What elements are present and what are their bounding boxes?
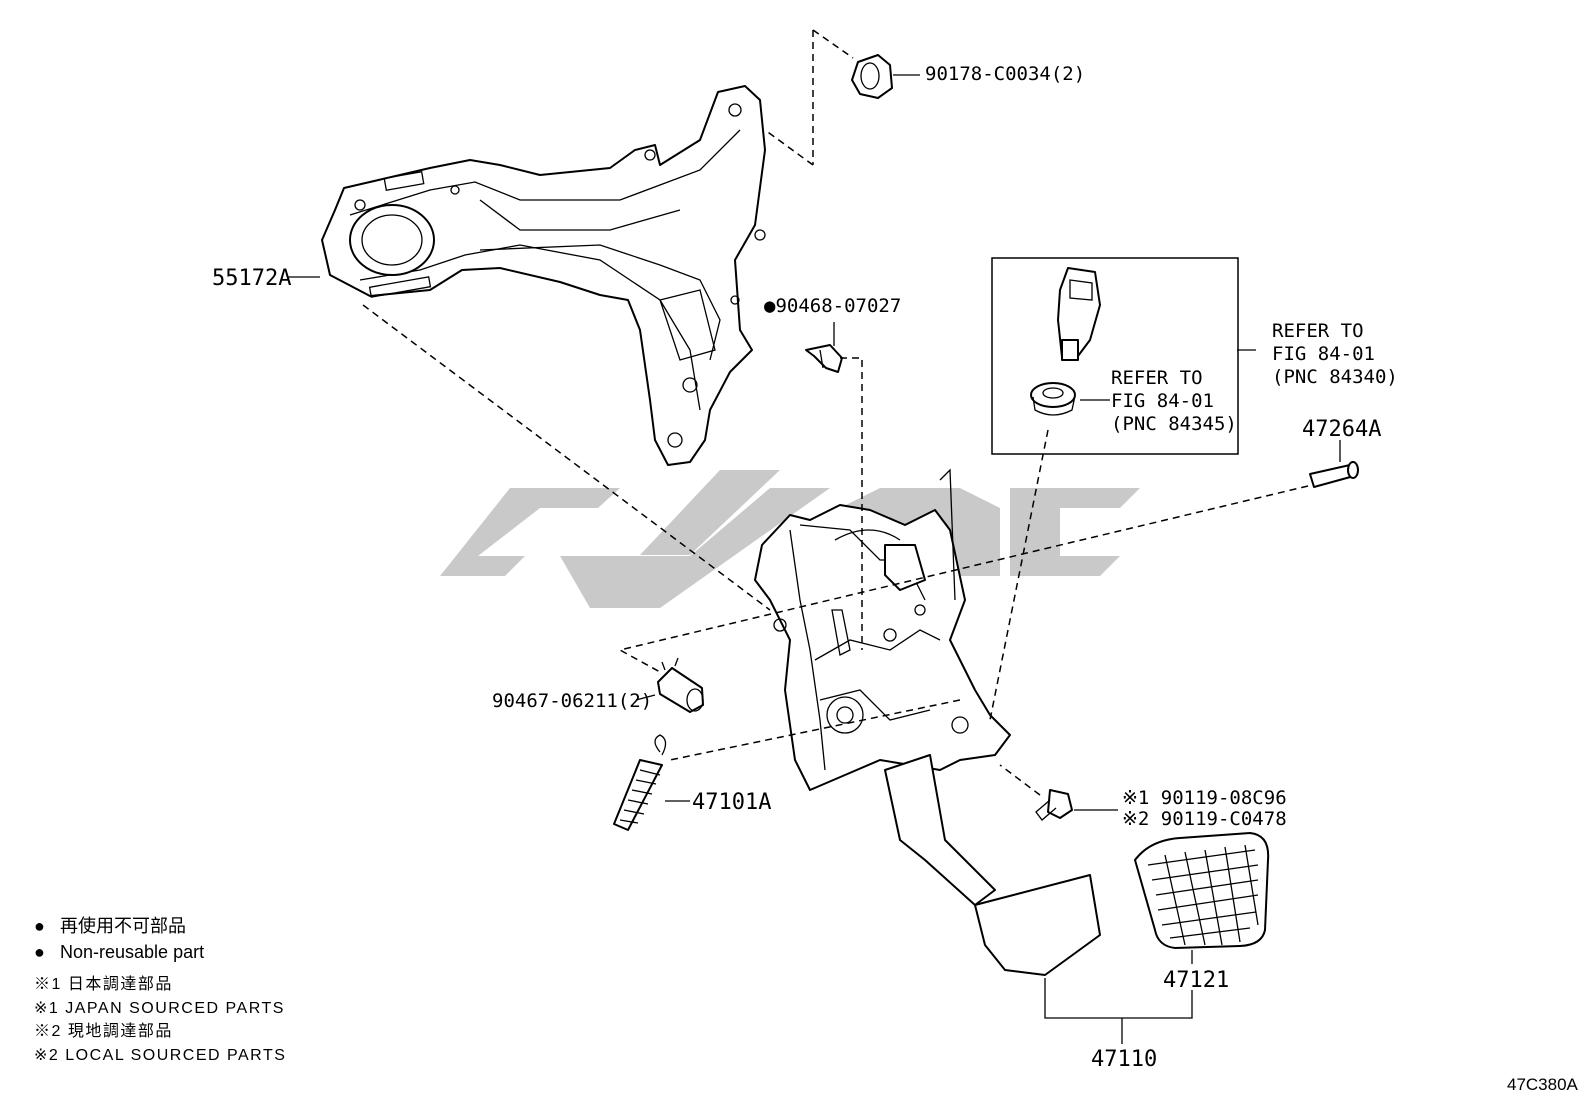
- label-bolt-1: ※1 90119-08C96: [1122, 787, 1287, 809]
- assembly-dash-lines: [362, 29, 1309, 796]
- label-bolt-2: ※2 90119-C0478: [1122, 808, 1287, 830]
- label-clip: ●90468-07027: [764, 295, 901, 317]
- pin-47264a-drawing: [1309, 461, 1359, 488]
- label-spring: 47101A: [692, 790, 771, 815]
- legend: ● 再使用不可部品 ● Non-reusable part ※1 日本調達部品 …: [34, 916, 286, 1064]
- stop-lamp-switch-drawing: [1057, 267, 1101, 361]
- label-pin: 47264A: [1302, 417, 1381, 442]
- bracket-55172a-drawing: [321, 85, 766, 466]
- legend-item2-text: Non-reusable part: [60, 942, 204, 962]
- bushing-90467-drawing: [657, 657, 704, 713]
- legend-item5: ※2 現地調達部品: [34, 1022, 173, 1040]
- refer-switch-line1: REFER TO: [1272, 320, 1364, 342]
- refer-switch-line3: (PNC 84340): [1272, 366, 1398, 388]
- refer-cushion-line3: (PNC 84345): [1111, 413, 1237, 435]
- legend-item3: ※1 日本調達部品: [34, 975, 173, 993]
- figure-code: 47C380A: [1507, 1075, 1579, 1094]
- clip-90468-drawing: [805, 344, 843, 373]
- legend-item1-symbol: ●: [34, 916, 45, 936]
- label-bushing: 90467-06211(2): [492, 690, 652, 712]
- nut-90178-drawing: [851, 54, 893, 99]
- legend-item2-symbol: ●: [34, 942, 45, 962]
- label-clip-number: 90468-07027: [775, 295, 901, 317]
- bolt-90119-drawing: [1035, 789, 1073, 821]
- legend-item1-text: 再使用不可部品: [60, 916, 186, 936]
- label-nut: 90178-C0034(2): [925, 63, 1085, 85]
- cushion-drawing: [1030, 382, 1076, 416]
- pedal-bracket-assembly-drawing: [754, 468, 1011, 791]
- non-reusable-bullet: ●: [764, 295, 776, 317]
- refer-cushion-line1: REFER TO: [1111, 367, 1203, 389]
- refer-to-box: [991, 257, 1239, 455]
- legend-item4: ※1 JAPAN SOURCED PARTS: [34, 1000, 285, 1017]
- refer-switch-line2: FIG 84-01: [1272, 343, 1375, 365]
- label-bracket: 55172A: [212, 266, 291, 291]
- legend-item6: ※2 LOCAL SOURCED PARTS: [34, 1047, 286, 1064]
- refer-cushion-line2: FIG 84-01: [1111, 390, 1214, 412]
- label-pedal-pad: 47121: [1163, 968, 1229, 993]
- leader-lines: [288, 74, 1341, 1044]
- pedal-pad-47121-drawing: [1134, 832, 1270, 949]
- label-pedal-assy: 47110: [1091, 1047, 1157, 1072]
- pedal-arm-drawing: [884, 754, 1101, 976]
- spring-47101a-drawing: [613, 734, 667, 831]
